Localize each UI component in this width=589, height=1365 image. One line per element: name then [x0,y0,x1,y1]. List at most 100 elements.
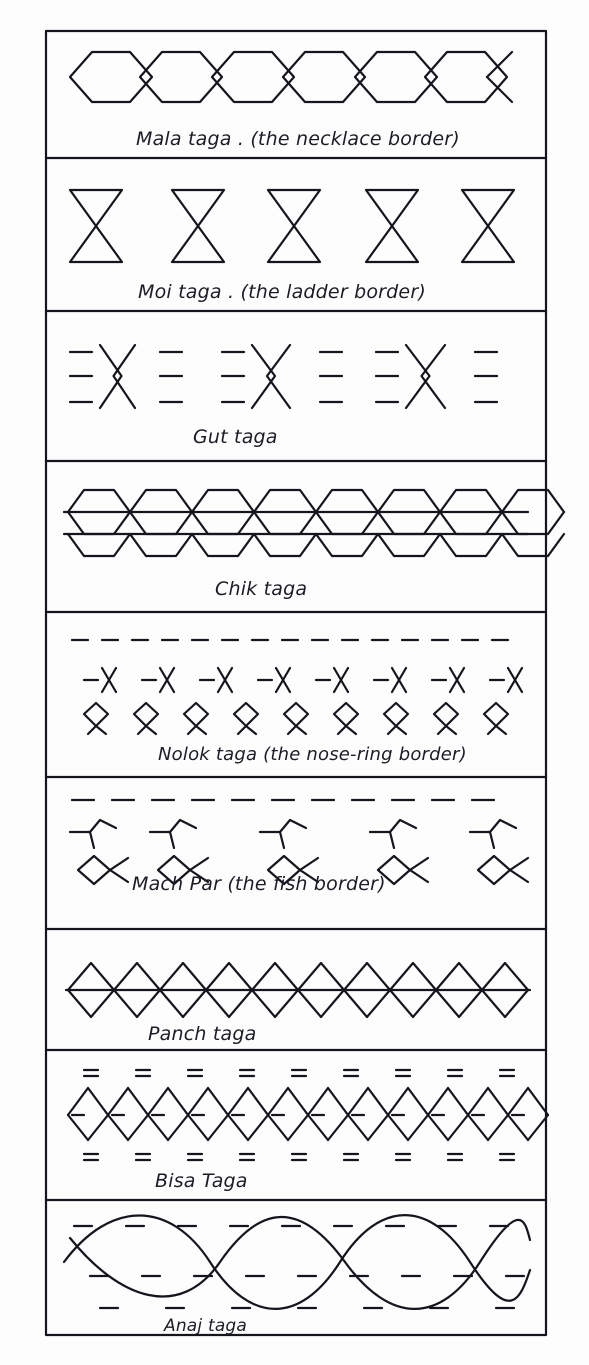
lattice-stitch [448,1115,468,1140]
hex-upper-stitch [440,490,502,512]
hex-upper-stitch [316,490,378,512]
fish-head-stitch [510,870,528,882]
lattice-stitch [508,1115,528,1140]
fish-tail-stitch [260,820,306,832]
cross-stitch [252,345,275,408]
hex-upper-stitch [130,490,192,512]
lattice-stitch [68,1088,88,1115]
ring-tail-stitch [496,726,506,734]
lattice-stitch [348,1088,368,1115]
ring-diamond-stitch [184,703,208,726]
hex-lower-stitch [378,534,440,556]
hex-mid-stitch [68,512,130,534]
hex-mid-stitch [378,512,440,534]
lattice-stitch [308,1088,328,1115]
ring-tail-stitch [238,726,246,734]
lattice-stitch [308,1115,328,1140]
moi-taga-pattern [70,190,514,262]
ring-tail-stitch [188,726,196,734]
lattice-stitch [288,1115,308,1140]
panel-dividers [46,158,546,1200]
hex-upper-stitch [502,490,564,512]
lattice-stitch [388,1088,408,1115]
lattice-stitch [88,1115,108,1140]
hex-lower-stitch [440,534,502,556]
hex-lower-stitch [192,534,254,556]
lattice-stitch [68,1115,88,1140]
ring-diamond-stitch [84,703,108,726]
hex-lower-stitch [254,534,316,556]
hex-mid-stitch [502,512,564,534]
lattice-stitch [188,1088,208,1115]
chik-taga-pattern [64,490,564,556]
fish-head-stitch [110,870,128,882]
fish-head-stitch [510,858,528,870]
fish-head-stitch [190,858,208,870]
mach-par-pattern [70,800,528,884]
hex-mid-stitch [316,512,378,534]
ring-tail-stitch [288,726,296,734]
ring-diamond-stitch [134,703,158,726]
ring-diamond-stitch [234,703,258,726]
lattice-stitch [168,1088,188,1115]
lattice-stitch [128,1088,148,1115]
ring-diamond-stitch [284,703,308,726]
hex-mid-stitch [254,512,316,534]
lattice-stitch [268,1088,288,1115]
anaj-taga-pattern [64,1215,530,1309]
fish-tail-stitch [370,820,416,832]
ring-tail-stitch [396,726,406,734]
fish-head-stitch [410,870,428,882]
ring-tail-stitch [296,726,306,734]
lattice-stitch [468,1115,488,1140]
lattice-stitch [208,1115,228,1140]
lattice-stitch [268,1115,288,1140]
lattice-stitch [508,1088,528,1115]
hex-upper-stitch [68,490,130,512]
lattice-stitch [448,1088,468,1115]
ring-tail-stitch [96,726,106,734]
lattice-stitch [108,1115,128,1140]
ring-tail-stitch [146,726,156,734]
ring-tail-stitch [438,726,446,734]
ring-tail-stitch [246,726,256,734]
ring-tail-stitch [338,726,346,734]
hex-mid-stitch [130,512,192,534]
hex-mid-stitch [192,512,254,534]
lattice-stitch [228,1115,248,1140]
panel-label-nolok: Nolok taga (the nose-ring border) [158,744,467,765]
ring-tail-stitch [488,726,496,734]
nolok-taga-pattern [72,640,522,734]
lattice-stitch [148,1115,168,1140]
lattice-stitch [328,1088,348,1115]
lattice-stitch [468,1088,488,1115]
ring-diamond-stitch [434,703,458,726]
ring-diamond-stitch [384,703,408,726]
fish-body-stitch [478,856,510,884]
hex-upper-stitch [192,490,254,512]
lattice-stitch [208,1088,228,1115]
lattice-stitch [488,1115,508,1140]
panel-label-gut: Gut taga [193,426,278,448]
ring-tail-stitch [446,726,456,734]
hexagon-stitch [283,52,365,102]
fish-tail-stitch [70,820,116,832]
hexagon-stitch [212,52,294,102]
panch-taga-pattern [66,963,530,1017]
ring-diamond-stitch [334,703,358,726]
ring-tail-stitch [138,726,146,734]
panel-label-mach: Mach Par (the fish border) [132,873,386,895]
hourglass-stitch [366,190,418,262]
lattice-stitch [128,1115,148,1140]
panel-label-chik: Chik taga [215,578,307,600]
hourglass-stitch [172,190,224,262]
hourglass-stitch [70,190,122,262]
panel-label-anaj: Anaj taga [164,1316,247,1336]
fish-body-stitch [78,856,110,884]
fish-fin-stitch [280,832,284,848]
lattice-stitch [168,1115,188,1140]
ring-tail-stitch [346,726,356,734]
chain-end-stitch [487,77,512,102]
lattice-stitch [428,1088,448,1115]
